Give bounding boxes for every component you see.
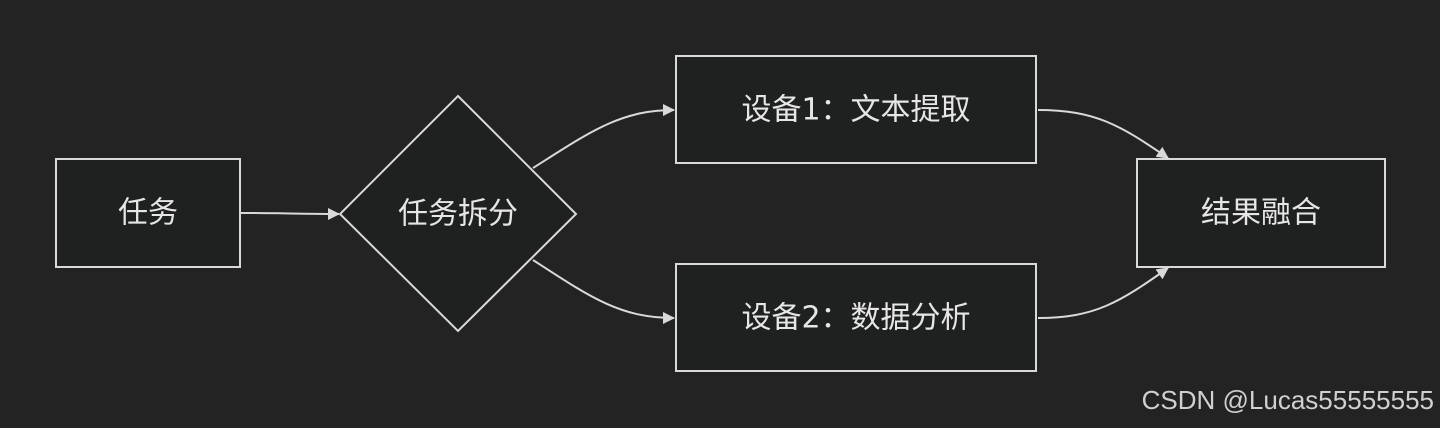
node-device1: 设备1：文本提取 (675, 55, 1037, 164)
node-device1-label: 设备1：文本提取 (741, 93, 970, 128)
edge-device1-to-fusion (1037, 109, 1169, 159)
watermark: CSDN @Lucas55555555 (1141, 385, 1434, 415)
node-device2: 设备2：数据分析 (675, 263, 1037, 372)
node-task: 任务 (55, 158, 241, 268)
node-device2-label: 设备2：数据分析 (741, 301, 970, 336)
edge-device2-to-fusion (1037, 267, 1169, 319)
node-split-decision: 任务拆分 (338, 94, 578, 333)
edge-task-to-split (240, 207, 340, 220)
edge-split-to-device2 (532, 259, 675, 324)
node-fusion-label: 结果融合 (1201, 196, 1321, 231)
node-fusion: 结果融合 (1136, 158, 1386, 268)
edge-split-to-device1 (532, 104, 675, 169)
node-task-label: 任务 (118, 196, 178, 231)
node-split-label: 任务拆分 (398, 197, 518, 232)
